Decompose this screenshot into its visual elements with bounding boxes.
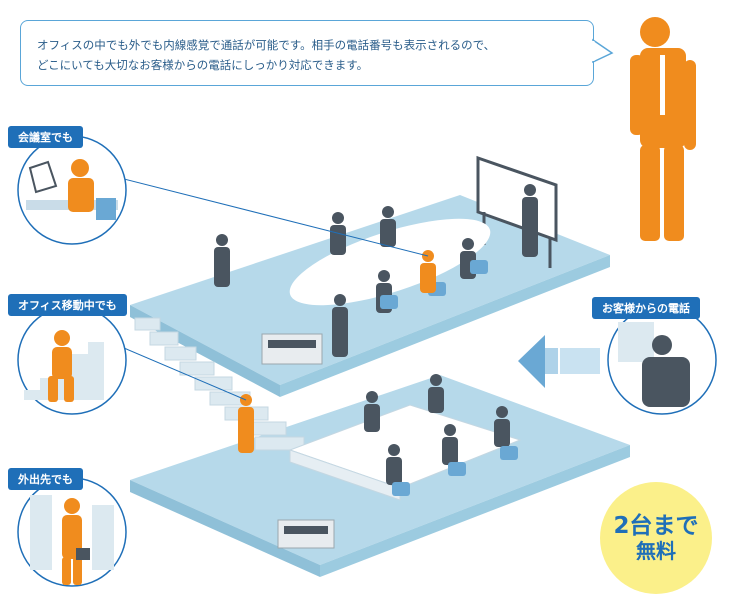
- printer-upper: [261, 333, 323, 365]
- badge-line-2: 無料: [636, 539, 676, 563]
- label-incoming-call: お客様からの電話: [592, 297, 700, 319]
- circle-moving-in-office: [17, 305, 127, 415]
- label-outside: 外出先でも: [8, 468, 83, 490]
- label-moving-in-office: オフィス移動中でも: [8, 294, 127, 316]
- orange-caller-meeting: [420, 250, 436, 293]
- chairs-lower: [392, 446, 518, 496]
- circle-meeting-room: [17, 135, 127, 245]
- badge-line-1: 2台まで: [613, 513, 699, 539]
- office-workers-lower: [364, 374, 510, 485]
- free-badge: 2台まで 無料: [600, 482, 712, 594]
- speech-bubble: オフィスの中でも外でも内線感覚で通話が可能です。相手の電話番号も表示されるので、…: [20, 20, 594, 86]
- businessman-on-phone: [630, 17, 696, 241]
- bubble-text-line-2: どこにいても大切なお客様からの電話にしっかり対応できます。: [37, 58, 369, 72]
- bubble-text-line-1: オフィスの中でも外でも内線感覚で通話が可能です。相手の電話番号も表示されるので、: [37, 38, 496, 52]
- printer-lower: [277, 519, 335, 549]
- bubble-tail: [592, 38, 614, 64]
- circle-incoming-call: [607, 305, 717, 415]
- meeting-table: [289, 218, 491, 306]
- connector-lines: [119, 177, 429, 401]
- incoming-arrow-icon: [518, 335, 600, 388]
- office-desks: [288, 404, 522, 501]
- label-meeting-room: 会議室でも: [8, 126, 83, 148]
- circle-outside: [17, 477, 127, 587]
